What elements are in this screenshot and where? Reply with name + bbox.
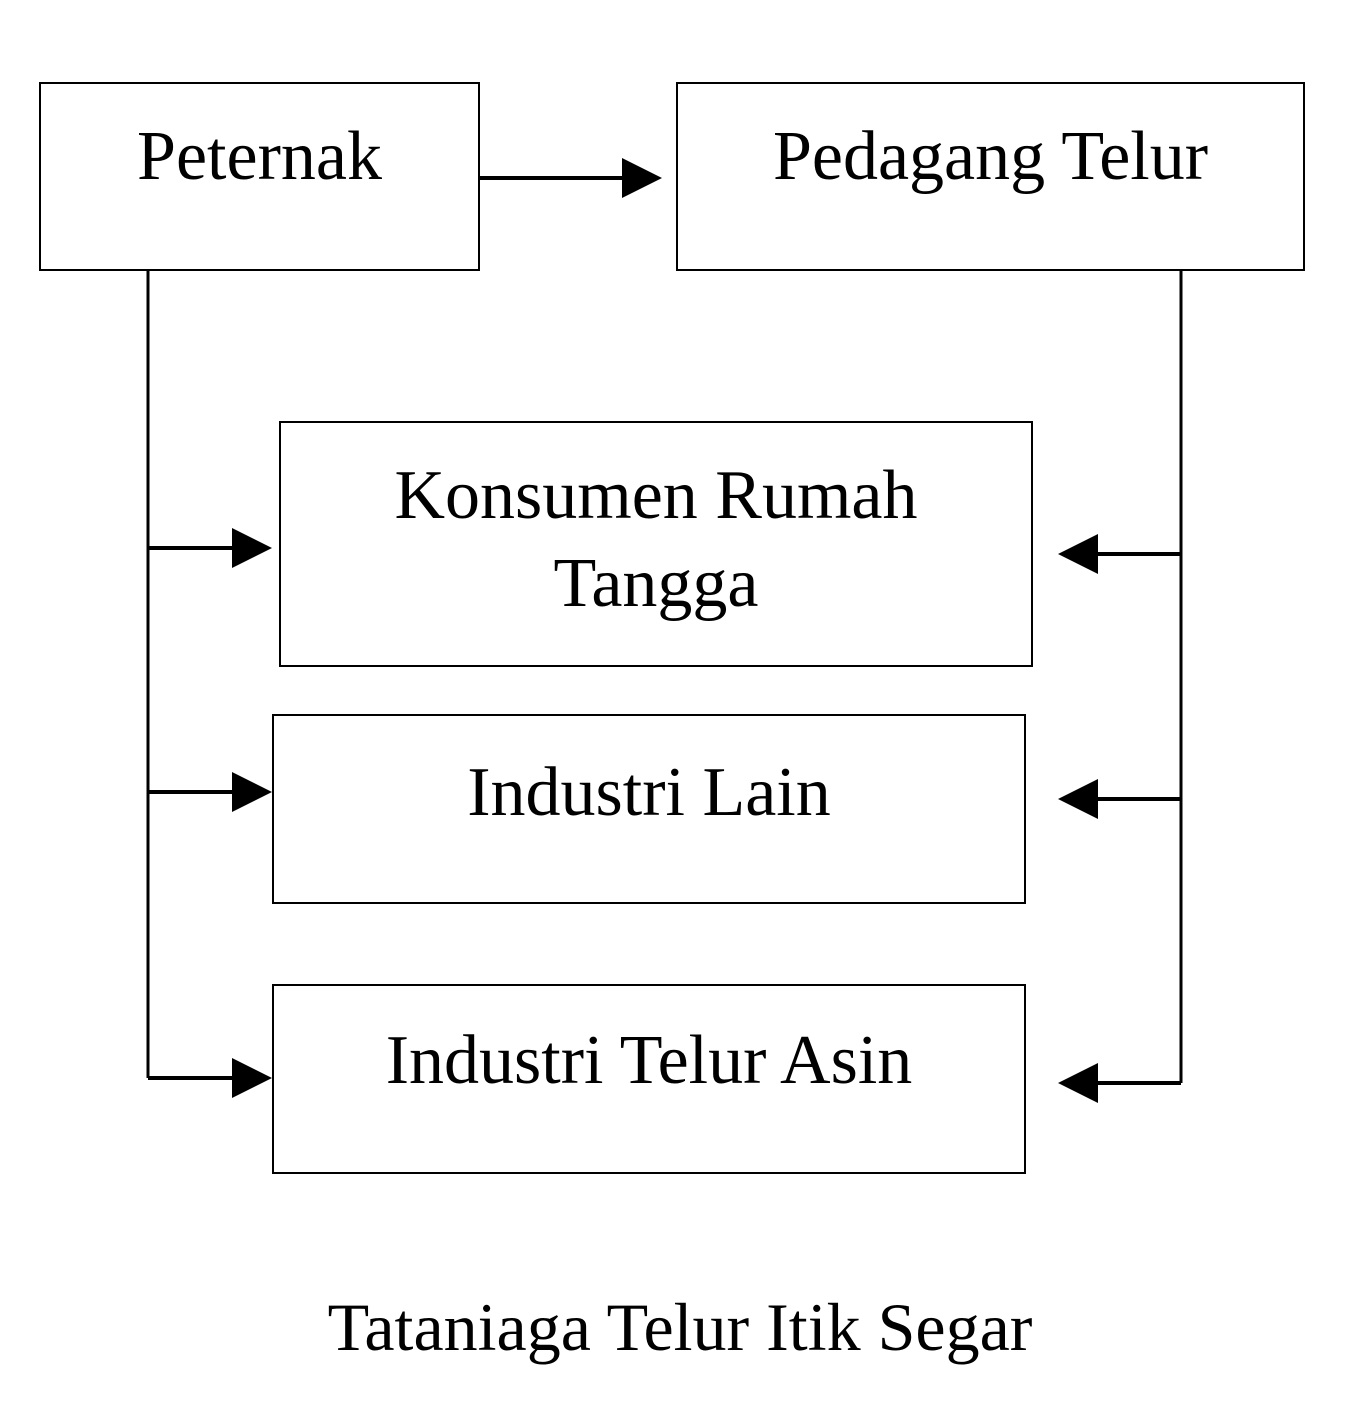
node-konsumen-rumah-tangga-label-line1: Konsumen Rumah xyxy=(394,457,918,534)
node-konsumen-rumah-tangga: Konsumen Rumah Tangga xyxy=(279,421,1033,667)
edge-peternak-to-industri-lain xyxy=(148,772,272,812)
node-industri-lain: Industri Lain xyxy=(272,714,1026,904)
edge-peternak-to-konsumen-rumah-tangga xyxy=(148,528,272,568)
edge-peternak-to-pedagang-telur xyxy=(478,158,662,198)
node-pedagang-telur-label: Pedagang Telur xyxy=(772,118,1209,195)
diagram-caption: Tataniaga Telur Itik Segar xyxy=(327,1289,1033,1365)
edge-pedagang-telur-to-industri-lain xyxy=(1058,779,1181,819)
edge-pedagang-telur-to-industri-telur-asin xyxy=(1058,1063,1181,1103)
node-peternak: Peternak xyxy=(39,82,480,271)
node-industri-telur-asin-label: Industri Telur Asin xyxy=(385,1022,913,1099)
node-industri-telur-asin: Industri Telur Asin xyxy=(272,984,1026,1174)
edge-peternak-to-industri-telur-asin xyxy=(148,1058,272,1098)
node-pedagang-telur: Pedagang Telur xyxy=(676,82,1305,271)
edge-pedagang-telur-to-konsumen-rumah-tangga xyxy=(1058,534,1181,574)
node-konsumen-rumah-tangga-label-line2: Tangga xyxy=(553,545,759,622)
node-industri-lain-label: Industri Lain xyxy=(467,754,831,831)
node-peternak-label: Peternak xyxy=(137,118,382,195)
